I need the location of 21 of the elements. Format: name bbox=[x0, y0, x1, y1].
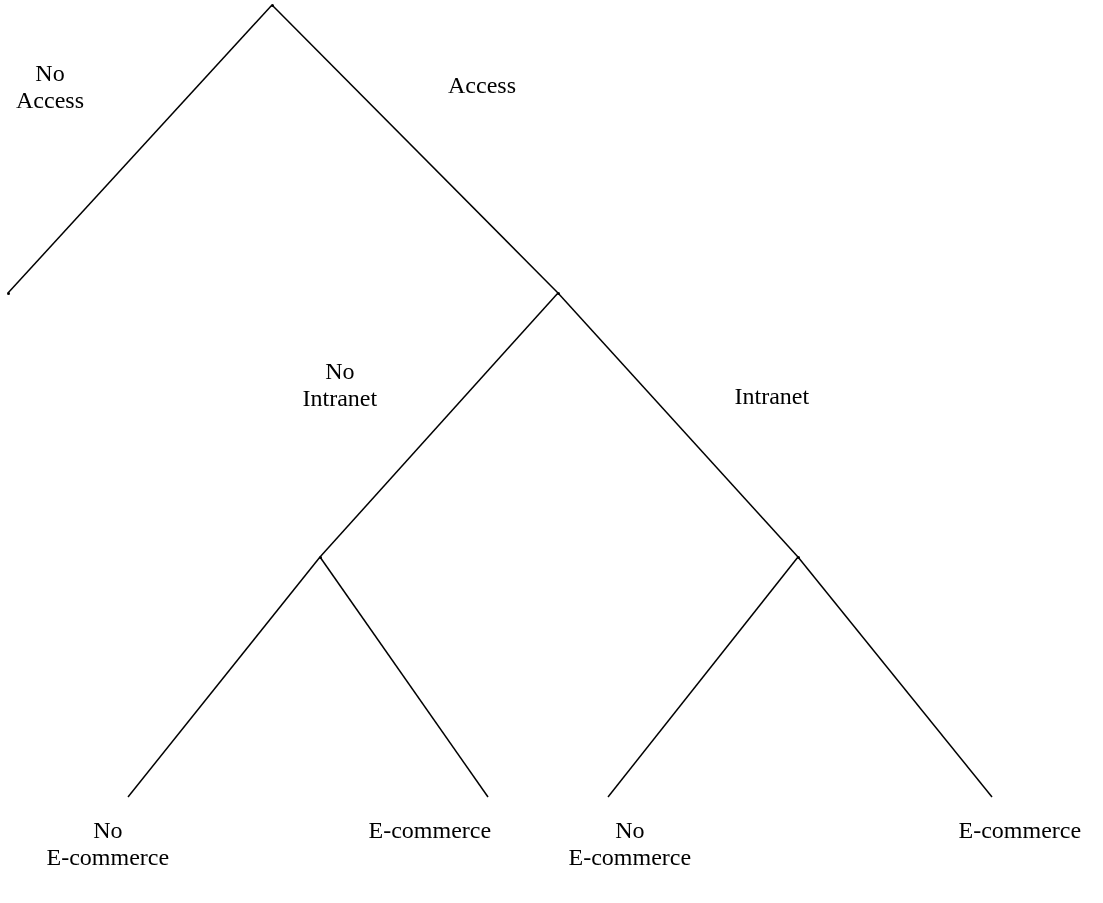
leaf-label: No E-commerce bbox=[568, 817, 692, 871]
edge-label: Access bbox=[448, 72, 516, 99]
tree-branch bbox=[319, 556, 489, 798]
junction-point bbox=[556, 291, 560, 295]
leaf-label: No E-commerce bbox=[46, 817, 170, 871]
junction-point bbox=[796, 555, 800, 559]
tree-branch bbox=[607, 556, 799, 798]
leaf-label: E-commerce bbox=[958, 817, 1082, 844]
tree-branch bbox=[557, 292, 799, 558]
tree-branch bbox=[7, 4, 273, 294]
tree-branch bbox=[797, 556, 993, 798]
tree-branch bbox=[319, 292, 559, 558]
edge-label: No Intranet bbox=[302, 358, 378, 412]
tree-branch bbox=[127, 556, 321, 798]
junction-point bbox=[270, 3, 274, 7]
junction-point bbox=[318, 555, 322, 559]
junction-point bbox=[6, 291, 10, 295]
edge-label: Intranet bbox=[734, 383, 810, 410]
leaf-label: E-commerce bbox=[368, 817, 492, 844]
tree-branch bbox=[271, 4, 559, 294]
edge-label: No Access bbox=[16, 60, 84, 114]
